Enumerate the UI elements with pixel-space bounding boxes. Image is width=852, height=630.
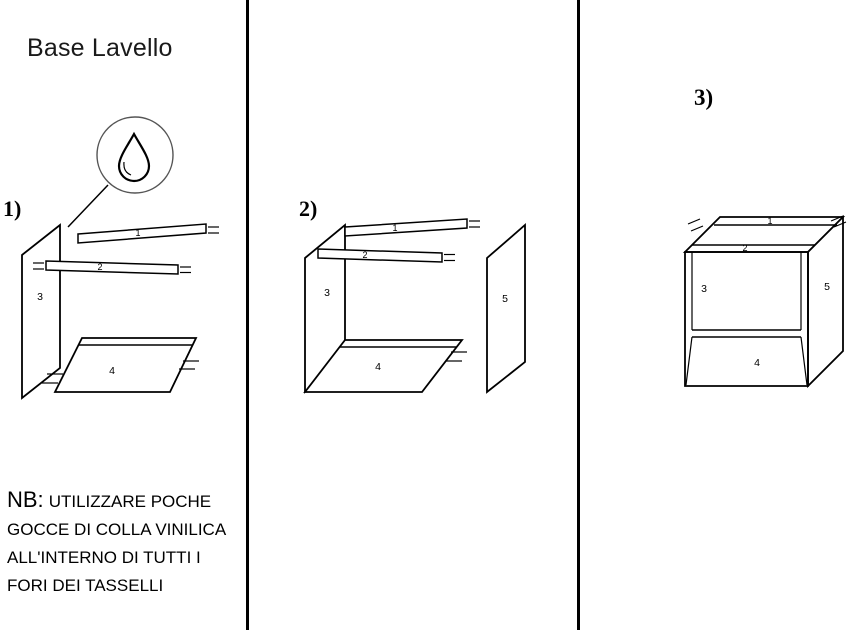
part-label-3: 3 bbox=[37, 291, 43, 303]
bottom-panel-lines bbox=[692, 329, 801, 338]
glue-drop-highlight bbox=[123, 161, 132, 176]
inner-edges bbox=[685, 252, 808, 386]
part-label-2: 2 bbox=[97, 262, 102, 272]
top-rail-dowel-ticks bbox=[469, 220, 480, 228]
top-rails-lines bbox=[692, 224, 837, 246]
left-side-panel-shape bbox=[21, 223, 61, 400]
magnifier-circle bbox=[96, 116, 174, 194]
panel-divider-left bbox=[246, 0, 249, 630]
step-2-label: 2) bbox=[299, 196, 318, 221]
bottom-panel-dowel-ticks bbox=[42, 360, 199, 384]
step-3-diagram: 1 2 3 5 4 bbox=[682, 214, 847, 389]
top-rail-dowel-ticks bbox=[208, 226, 219, 234]
mid-rail-dowel-ticks bbox=[444, 253, 455, 262]
panel-divider-right bbox=[577, 0, 580, 630]
mid-rail-dowel-ticks bbox=[33, 262, 191, 274]
step-3-label: 3) bbox=[694, 85, 714, 110]
right-side-panel-shape bbox=[486, 223, 526, 394]
bottom-panel-shape bbox=[303, 339, 464, 393]
page-title: Base Lavello bbox=[27, 34, 173, 62]
cabinet-front-frame bbox=[684, 251, 809, 387]
mid-rail-shape bbox=[317, 248, 443, 263]
part-label-5: 5 bbox=[502, 293, 508, 305]
part-label-3: 3 bbox=[324, 287, 330, 299]
note-text-3: ALL'INTERNO DI TUTTI I bbox=[7, 548, 201, 567]
glue-drop-icon bbox=[117, 131, 151, 183]
part-label-2: 2 bbox=[362, 250, 367, 260]
part-label-3: 3 bbox=[701, 283, 707, 295]
bottom-panel-dowel-ticks bbox=[446, 351, 467, 362]
part-label-4: 4 bbox=[375, 361, 381, 373]
note-nb: NB: bbox=[7, 487, 44, 512]
note-text-4: FORI DEI TASSELLI bbox=[7, 576, 164, 595]
bottom-panel-shape bbox=[53, 337, 198, 393]
step-1-diagram: 3 1 2 4 bbox=[21, 116, 219, 400]
top-rail-shape bbox=[344, 218, 468, 237]
part-label-1: 1 bbox=[135, 228, 140, 238]
step-1-label: 1) bbox=[3, 196, 22, 221]
part-label-2: 2 bbox=[742, 243, 747, 253]
part-label-1: 1 bbox=[392, 223, 397, 233]
part-label-5: 5 bbox=[824, 281, 830, 293]
magnifier-leader-line bbox=[67, 184, 109, 228]
top-rail-shape bbox=[77, 223, 207, 244]
part-label-4: 4 bbox=[109, 365, 115, 377]
part-label-4: 4 bbox=[754, 357, 760, 369]
note-block: NB:UTILIZZARE POCHE GOCCE DI COLLA VINIL… bbox=[7, 486, 247, 600]
part-label-1: 1 bbox=[767, 216, 772, 226]
note-text-1: UTILIZZARE POCHE bbox=[48, 492, 212, 511]
step-2-diagram: 3 1 2 4 5 bbox=[303, 218, 526, 394]
dowel-ticks bbox=[687, 215, 847, 232]
note-text-2: GOCCE DI COLLA VINILICA bbox=[7, 520, 227, 539]
mid-rail-shape bbox=[45, 260, 179, 275]
note-line-1: NB:UTILIZZARE POCHE bbox=[7, 486, 247, 516]
